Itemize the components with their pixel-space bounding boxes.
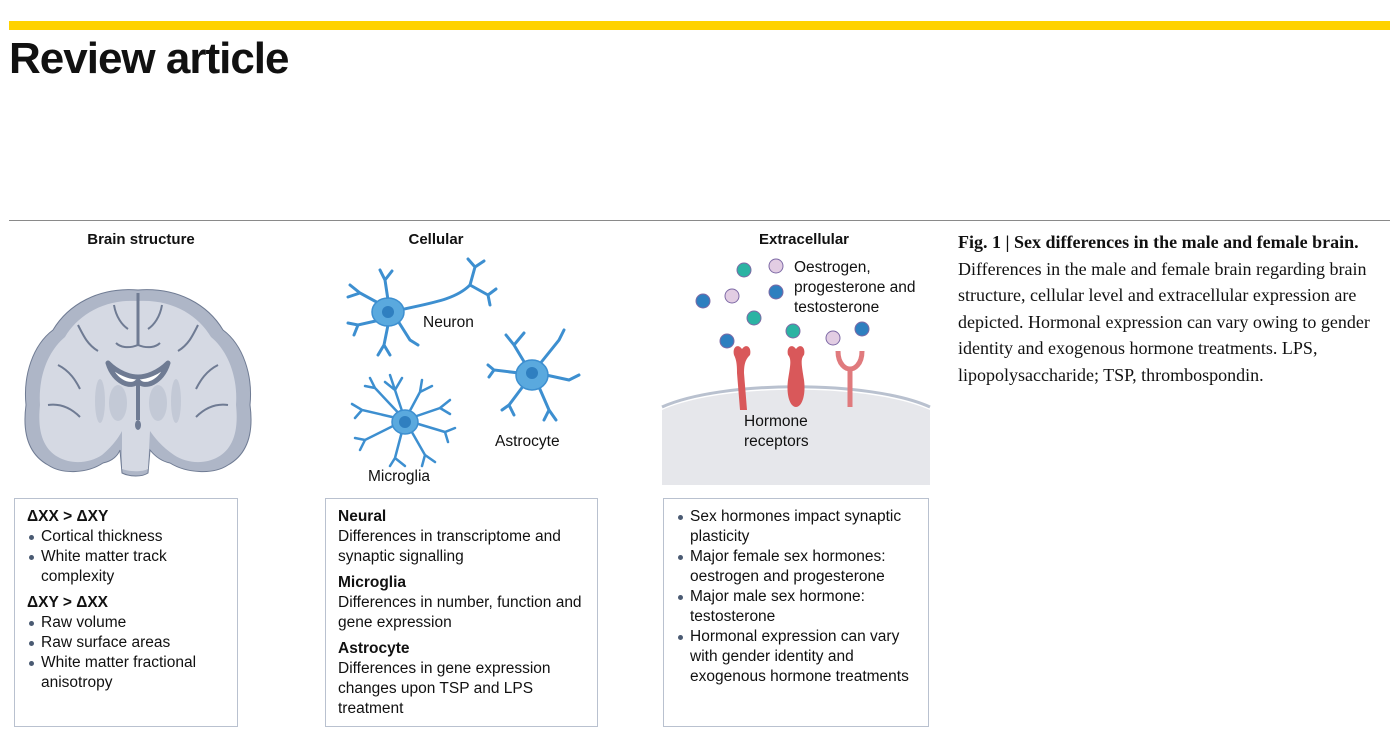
section-label: Review article (9, 34, 289, 83)
brain-nuclei (95, 379, 181, 423)
list-item: White matter fractional anisotropy (27, 653, 225, 693)
list-item: Sex hormones impact synaptic plasticity (676, 507, 916, 547)
list-item: Cortical thickness (27, 527, 225, 547)
list-item: Major female sex hormones: oestrogen and… (676, 547, 916, 587)
neuron-label: Neuron (423, 314, 474, 331)
cell-membrane (662, 389, 930, 485)
group-heading: Neural (338, 508, 387, 525)
cellular-info-box: Neural Differences in transcriptome and … (325, 498, 598, 727)
list-item: Raw volume (27, 613, 225, 633)
brain-structure-info-box: ΔXX > ΔXY Cortical thickness White matte… (14, 498, 238, 727)
hormone-molecules (695, 258, 870, 349)
column-title-extracellular: Extracellular (758, 231, 850, 248)
column-title-cellular: Cellular (408, 231, 464, 248)
microglia-illustration (350, 373, 457, 468)
astrocyte-label: Astrocyte (495, 433, 560, 450)
microglia-label: Microglia (368, 468, 431, 485)
neuron-illustration (346, 257, 498, 357)
list-item: Hormonal expression can vary with gender… (676, 627, 916, 687)
group-heading: ΔXX > ΔXY (27, 508, 109, 525)
group-heading: ΔXY > ΔXX (27, 594, 109, 611)
column-title-brain-structure: Brain structure (87, 231, 195, 248)
brain-ventricles (105, 360, 171, 387)
brain-sulci (47, 304, 229, 418)
astrocyte-illustration (486, 328, 581, 422)
hormone-receptors-label: Hormone receptors (744, 413, 809, 450)
hormone-receptors (733, 346, 865, 410)
group-heading: Microglia (338, 574, 407, 591)
extracellular-info-box: Sex hormones impact synaptic plasticity … (663, 498, 929, 727)
brain-illustration (24, 289, 252, 477)
group-text: Differences in number, function and gene… (338, 594, 582, 631)
list-item: Major male sex hormone: testosterone (676, 587, 916, 627)
figure-top-rule (9, 220, 1390, 221)
header-accent-bar (9, 21, 1390, 30)
list-item: Raw surface areas (27, 633, 225, 653)
extracellular-illustration (661, 258, 931, 485)
group-heading: Astrocyte (338, 640, 410, 657)
figure-caption-label: Fig. 1 | Sex differences in the male and… (958, 232, 1359, 252)
list-item: White matter track complexity (27, 547, 225, 587)
figure-caption: Fig. 1 | Sex differences in the male and… (958, 229, 1378, 388)
group-text: Differences in gene expression changes u… (338, 660, 551, 717)
hormones-label: Oestrogen, progesterone and testosterone (794, 259, 916, 316)
figure-caption-text: Differences in the male and female brain… (958, 258, 1370, 385)
group-text: Differences in transcriptome and synapti… (338, 528, 561, 565)
